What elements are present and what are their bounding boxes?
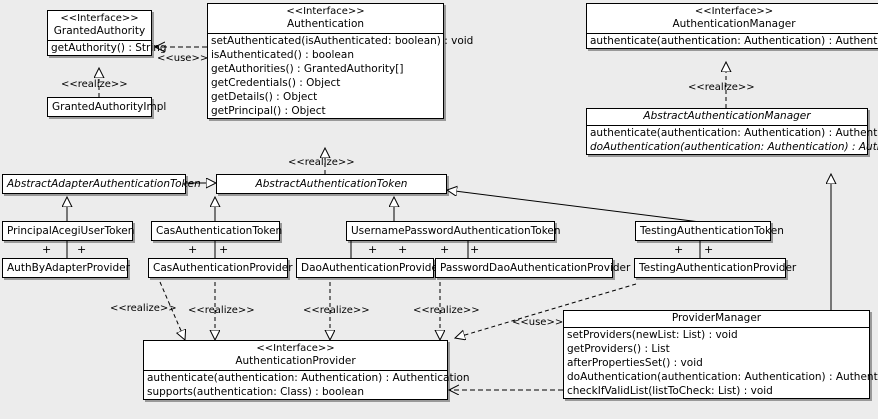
class-principal-acegi-user-token[interactable]: PrincipalAcegiUserToken [2,221,135,241]
association-marker-plus: + [219,243,229,256]
stereotype-interface: <<Interface>> [286,6,365,17]
class-abstract-authentication-manager[interactable]: AbstractAuthenticationManager authentica… [586,108,878,155]
operation: authenticate(authentication: Authenticat… [590,35,878,47]
operation: doAuthentication(authentication: Authent… [567,371,878,383]
class-name: AbstractAuthenticationManager [643,110,811,122]
class-header: ProviderManager [564,311,869,327]
class-header: AbstractAuthenticationManager [587,109,867,125]
divider [587,33,878,34]
edge-label-realize-abstract-authentication-token: <<realize>> [288,157,355,168]
association-marker-plus: + [77,243,87,256]
operation: getProviders() : List [567,343,670,355]
operations-compartment: authenticate(authentication: Authenticat… [144,371,470,399]
class-password-dao-authentication-provider[interactable]: PasswordDaoAuthenticationProvider [435,258,631,278]
stereotype-interface: <<Interface>> [256,343,335,354]
stereotype-interface: <<Interface>> [60,13,139,24]
operation: afterPropertiesSet() : void [567,357,703,369]
class-name: GrantedAuthorityImpl [52,101,167,113]
edge-label-realize-auth-by-adapter-provider: <<realize>> [110,303,177,314]
class-name: CasAuthenticationToken [156,225,283,237]
class-name: GrantedAuthority [53,25,146,37]
edge-label-realize-testing-authentication-provider: <<use>> [512,317,564,328]
class-name: AuthenticationProvider [235,355,356,367]
class-name: PasswordDaoAuthenticationProvider [440,262,631,274]
class-name: AbstractAdapterAuthenticationToken [7,178,201,190]
operations-compartment: authenticate(authentication: Authenticat… [587,34,878,48]
operation: checkIfValidList(listToCheck: List) : vo… [567,385,773,397]
class-header: <<Interface>> Authentication [208,4,443,33]
association-marker-plus: + [440,243,450,256]
class-name: TestingAuthenticationProvider [639,262,797,274]
class-name: DaoAuthenticationProvider [301,262,443,274]
operation: doAuthentication(authentication: Authent… [590,141,878,153]
class-name: AuthByAdapterProvider [7,262,130,274]
divider [587,125,867,126]
class-name: PrincipalAcegiUserToken [7,225,135,237]
edge-label-realize-dao-authentication-provider: <<realize>> [303,305,370,316]
class-granted-authority-impl[interactable]: GrantedAuthorityImpl [47,97,167,117]
class-testing-authentication-provider[interactable]: TestingAuthenticationProvider [634,258,797,278]
divider [208,33,443,34]
association-marker-plus: + [704,243,714,256]
operation: getCredentials() : Object [211,77,341,89]
class-provider-manager[interactable]: ProviderManager setProviders(newList: Li… [563,310,878,399]
class-name: AbstractAuthenticationToken [255,178,408,190]
operation: getAuthorities() : GrantedAuthority[] [211,63,404,75]
class-header: <<Interface>> AuthenticationProvider [144,341,447,370]
class-authentication[interactable]: <<Interface>> Authentication setAuthenti… [207,3,474,119]
operation: getAuthority() : String [51,42,167,54]
class-cas-authentication-token[interactable]: CasAuthenticationToken [151,221,283,241]
operation: authenticate(authentication: Authenticat… [147,372,470,384]
operation: supports(authentication: Class) : boolea… [147,386,364,398]
class-name: TestingAuthenticationToken [640,225,784,237]
operation: authenticate(authentication: Authenticat… [590,127,878,139]
association-marker-plus: + [368,243,378,256]
class-authentication-manager[interactable]: <<Interface>> AuthenticationManager auth… [586,3,878,49]
edge-label-realize-password-dao-authentication-provider: <<realize>> [413,305,480,316]
edge-label-realize-abstract-authentication-manager: <<realize>> [688,82,755,93]
association-marker-plus: + [398,243,408,256]
association-marker-plus: + [470,243,480,256]
association-marker-plus: + [674,243,684,256]
association-marker-plus: + [42,243,52,256]
operations-compartment: getAuthority() : String [48,41,167,55]
class-name: Authentication [286,18,365,30]
stereotype-interface: <<Interface>> [694,6,774,17]
edge-label-use-authentication-granted-authority: <<use>> [157,53,209,64]
operation: isAuthenticated() : boolean [211,49,354,61]
class-abstract-authentication-token[interactable]: AbstractAuthenticationToken [216,174,447,194]
divider [144,370,447,371]
class-cas-authentication-provider[interactable]: CasAuthenticationProvider [148,258,293,278]
operations-compartment: setProviders(newList: List) : void getPr… [564,328,878,398]
divider [48,40,151,41]
class-name: ProviderManager [671,312,762,324]
edge-label-realize-granted-authority-impl: <<realize>> [61,79,128,90]
class-auth-by-adapter-provider[interactable]: AuthByAdapterProvider [2,258,130,278]
class-name: CasAuthenticationProvider [153,262,293,274]
association-marker-plus: + [188,243,198,256]
class-authentication-provider[interactable]: <<Interface>> AuthenticationProvider aut… [143,340,470,400]
class-granted-authority[interactable]: <<Interface>> GrantedAuthority getAuthor… [47,10,167,56]
operation: getPrincipal() : Object [211,105,326,117]
operations-compartment: authenticate(authentication: Authenticat… [587,126,878,154]
class-name: UsernamePasswordAuthenticationToken [351,225,561,237]
edge-label-realize-cas-authentication-provider: <<realize>> [188,305,255,316]
operation: setProviders(newList: List) : void [567,329,738,341]
class-header: <<Interface>> GrantedAuthority [48,11,151,40]
class-name: AuthenticationManager [672,18,796,30]
class-username-password-authentication-token[interactable]: UsernamePasswordAuthenticationToken [346,221,561,241]
operation: getDetails() : Object [211,91,318,103]
class-dao-authentication-provider[interactable]: DaoAuthenticationProvider [296,258,443,278]
operation: setAuthenticated(isAuthenticated: boolea… [211,35,474,47]
divider [564,327,869,328]
operations-compartment: setAuthenticated(isAuthenticated: boolea… [208,34,474,118]
class-header: <<Interface>> AuthenticationManager [587,4,878,33]
class-testing-authentication-token[interactable]: TestingAuthenticationToken [635,221,784,241]
class-abstract-adapter-authentication-token[interactable]: AbstractAdapterAuthenticationToken [2,174,201,194]
